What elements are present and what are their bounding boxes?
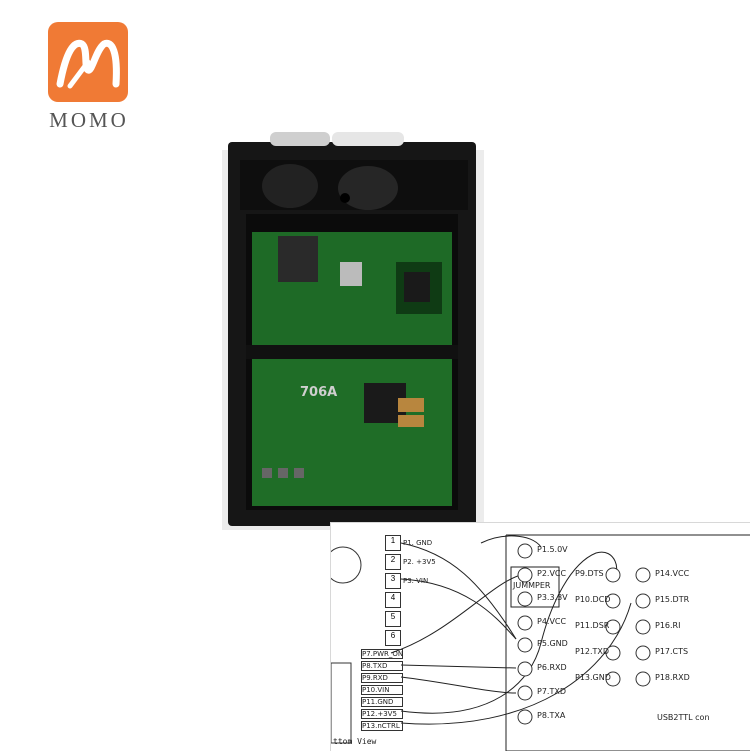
usb-pin-label: P6.RXD (537, 663, 567, 672)
lens-right (338, 166, 398, 210)
brand-name: MOMO (49, 108, 129, 132)
usb-pin-label: P10.DCD (575, 595, 611, 604)
jumper-label: JUMMPER (513, 581, 551, 590)
pin-label: P8.TXD (361, 661, 403, 671)
pin-box: 1 (385, 535, 401, 551)
usb-pin-label: P11.DSR (575, 621, 610, 630)
usb-pin-label: P15.DTR (655, 595, 690, 604)
usb-pin-label: P2.VCC (537, 569, 567, 578)
pcb-lower (252, 358, 452, 506)
pin-label: P13.nCTRL (361, 721, 403, 731)
capacitor-2 (398, 415, 424, 427)
usb-pin-label: P14.VCC (655, 569, 690, 578)
pin-box: 4 (385, 592, 401, 608)
usb-pin-label: P7.TXD (537, 687, 566, 696)
pin-label: P7.PWR_ON (361, 649, 404, 659)
pad-2 (278, 468, 288, 478)
pin-label: P12.+3V5 (361, 709, 403, 719)
usb-pin-label: P13.GND (575, 673, 611, 682)
pin-label: P1. GND (403, 539, 433, 547)
usb-pin-label: P17.CTS (655, 647, 689, 656)
product-photo: 706A (222, 132, 484, 530)
capacitor-1 (398, 398, 424, 412)
usb-pin-label: P1.5.0V (537, 545, 568, 554)
pin-label: P11.GND (361, 697, 403, 707)
sensor-cap-left (270, 132, 330, 146)
usb-pin-label: P4.VCC (537, 617, 567, 626)
bottom-view-label: ttom View (333, 737, 377, 746)
pin-label: P2. +3V5 (403, 558, 436, 566)
usb-pin-label: P5.GND (537, 639, 568, 648)
lens-left (262, 164, 318, 208)
pin-box: 5 (385, 611, 401, 627)
usb-pin-circles (517, 543, 651, 725)
laser-diode (278, 236, 318, 282)
pin-label: P10.VIN (361, 685, 403, 695)
pin-box: 2 (385, 554, 401, 570)
pcb-divider (246, 345, 458, 359)
pin-label: P3. VIN (403, 577, 429, 585)
usb-pin-label: P9.DTS (575, 569, 604, 578)
pin-box: 3 (385, 573, 401, 589)
pad-1 (262, 468, 272, 478)
screw-hole (340, 193, 350, 203)
sensor-cap-right (332, 132, 404, 146)
usb-pin-label: P18.RXD (655, 673, 690, 682)
usb-pin-label: P12.TXD (575, 647, 610, 656)
usb-title: USB2TTL con (657, 713, 710, 722)
wiring-diagram: 1 2 3 4 5 6 P1. GND P2. +3V5 P3. VIN P7.… (330, 522, 750, 751)
pcb-silkscreen: 706A (300, 385, 337, 400)
chip-upper (404, 272, 430, 302)
diagram-lines (331, 534, 750, 751)
usb-pin-label: P8.TXA (537, 711, 566, 720)
crystal (340, 262, 362, 286)
usb-pin-label: P3.3.3V (537, 593, 568, 602)
usb-pin-label: P16.RI (655, 621, 681, 630)
pin-box: 6 (385, 630, 401, 646)
pin-label: P9.RXD (361, 673, 403, 683)
pad-3 (294, 468, 304, 478)
momo-logo-icon (48, 22, 128, 102)
